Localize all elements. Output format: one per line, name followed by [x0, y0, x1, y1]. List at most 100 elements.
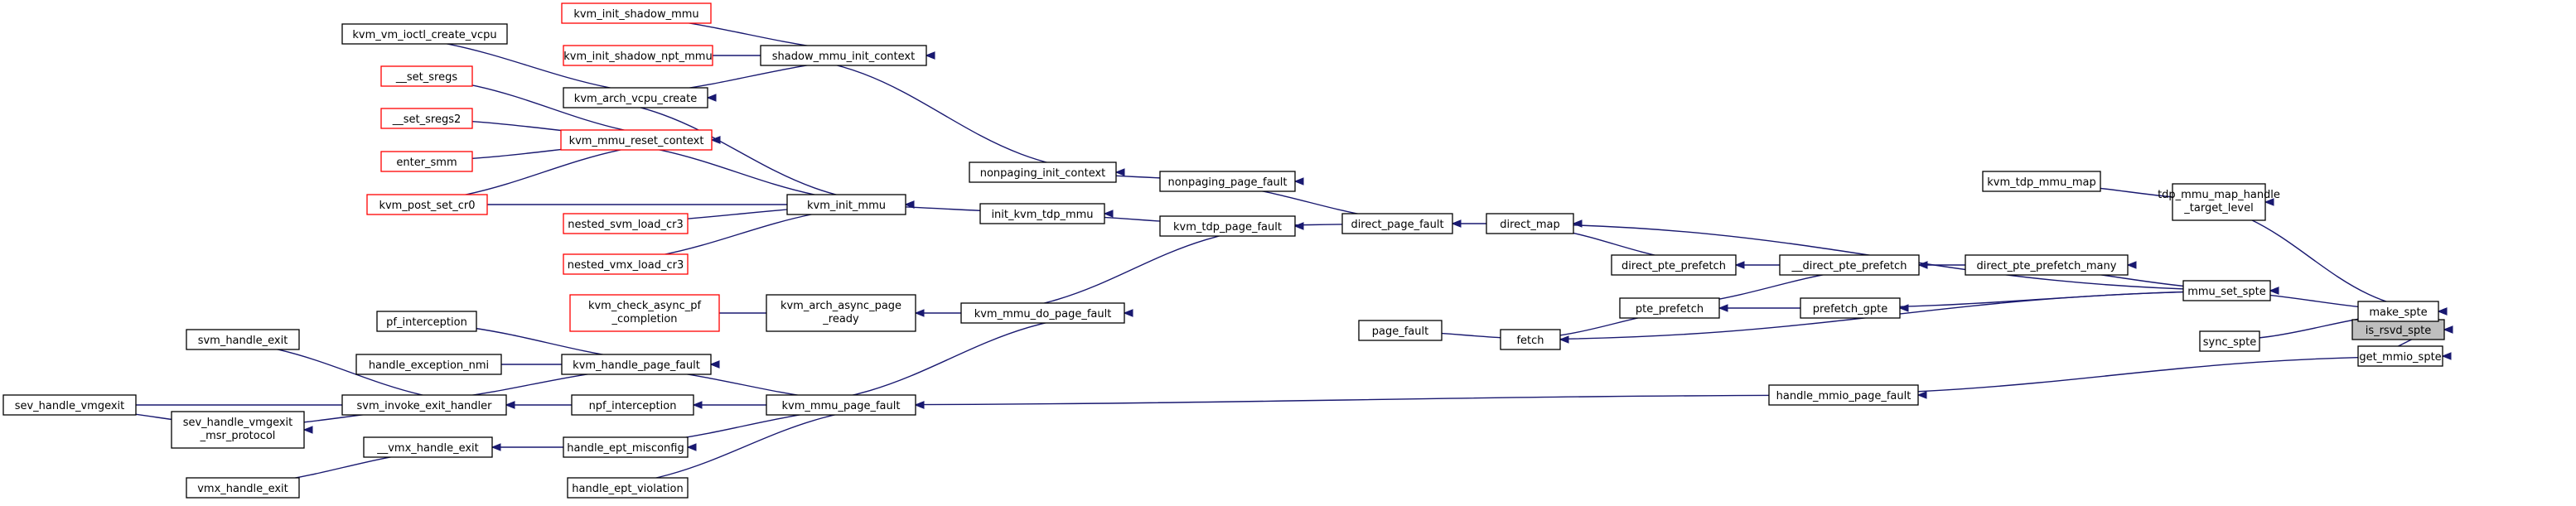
node-nested-svm-load-cr3[interactable]: nested_svm_load_cr3 — [563, 213, 689, 234]
node-box — [1965, 254, 2129, 276]
node-label: direct_map — [1500, 219, 1560, 231]
node-label: direct_pte_prefetch — [1621, 260, 1726, 272]
node-nonpaging-page-fault[interactable]: nonpaging_page_fault — [1159, 171, 1296, 192]
node-box — [760, 45, 927, 66]
node-label: kvm_check_async_pf — [588, 300, 702, 312]
node-direct-page-fault[interactable]: direct_page_fault — [1341, 213, 1453, 234]
node-label: direct_page_fault — [1351, 219, 1443, 231]
node-label: init_kvm_tdp_mmu — [991, 209, 1093, 221]
node-make-spte[interactable]: make_spte — [2357, 301, 2439, 322]
node-kvm-init-mmu[interactable]: kvm_init_mmu — [786, 194, 906, 215]
node-box — [563, 213, 689, 234]
node-kvm-arch-vcpu-create[interactable]: kvm_arch_vcpu_create — [563, 87, 708, 108]
node-vmx-handle-exit[interactable]: vmx_handle_exit — [186, 477, 300, 499]
node-box — [979, 203, 1105, 224]
node-kvm-init-shadow-npt-mmu[interactable]: kvm_init_shadow_npt_mmu — [563, 45, 713, 66]
node-direct-pte-prefetch[interactable]: __direct_pte_prefetch — [1779, 254, 1920, 276]
node-sev-handle-vmgexit[interactable]: sev_handle_vmgexit — [2, 394, 137, 416]
node-handle-mmio-page-fault[interactable]: handle_mmio_page_fault — [1768, 384, 1919, 406]
node-label: fetch — [1516, 335, 1544, 347]
node-label: handle_ept_misconfig — [567, 442, 684, 455]
node-handle-ept-violation[interactable]: handle_ept_violation — [567, 477, 689, 499]
node-box — [1800, 297, 1901, 319]
node-label: __vmx_handle_exit — [376, 442, 479, 455]
node-direct-pte-prefetch[interactable]: direct_pte_prefetch — [1611, 254, 1737, 276]
node-svm-invoke-exit-handler[interactable]: svm_invoke_exit_handler — [341, 394, 507, 416]
node-label: pte_prefetch — [1636, 303, 1704, 316]
node-kvm-tdp-page-fault[interactable]: kvm_tdp_page_fault — [1159, 215, 1296, 237]
node-label: kvm_init_shadow_mmu — [573, 8, 698, 21]
node-box — [2, 394, 137, 416]
node-direct-map[interactable]: direct_map — [1486, 213, 1574, 234]
node-label: enter_smm — [396, 157, 457, 169]
node-box — [1486, 213, 1574, 234]
node-fetch[interactable]: fetch — [1500, 329, 1561, 350]
node-box — [1982, 171, 2101, 192]
node-kvm-tdp-mmu-map[interactable]: kvm_tdp_mmu_map — [1982, 171, 2101, 192]
node-svm-handle-exit[interactable]: svm_handle_exit — [186, 329, 300, 350]
node-shadow-mmu-init-context[interactable]: shadow_mmu_init_context — [760, 45, 927, 66]
node-label: sev_handle_vmgexit — [15, 400, 125, 412]
node-mmu-set-spte[interactable]: mmu_set_spte — [2182, 280, 2271, 301]
node-label: npf_interception — [589, 400, 677, 412]
node-kvm-mmu-do-page-fault[interactable]: kvm_mmu_do_page_fault — [960, 302, 1125, 324]
node-box — [571, 394, 694, 416]
node-box — [1768, 384, 1919, 406]
node-label: vmx_handle_exit — [197, 483, 288, 495]
node-box — [363, 436, 493, 458]
node-label: _target_level — [2183, 202, 2253, 214]
node-kvm-mmu-page-fault[interactable]: kvm_mmu_page_fault — [766, 394, 916, 416]
node-handle-ept-misconfig[interactable]: handle_ept_misconfig — [563, 436, 689, 458]
node-vmx-handle-exit[interactable]: __vmx_handle_exit — [363, 436, 493, 458]
node-prefetch-gpte[interactable]: prefetch_gpte — [1800, 297, 1901, 319]
node-box — [563, 436, 689, 458]
node-label: shadow_mmu_init_context — [772, 51, 915, 63]
node-page-fault[interactable]: page_fault — [1358, 320, 1443, 341]
node-box — [2357, 345, 2443, 367]
node-npf-interception[interactable]: npf_interception — [571, 394, 694, 416]
node-box — [561, 2, 712, 24]
node-label: sev_handle_vmgexit — [183, 417, 293, 429]
node-tdp-mmu-map-handle-target-level[interactable]: tdp_mmu_map_handle_target_level — [2158, 183, 2280, 221]
node-set-sregs[interactable]: __set_sregs — [380, 65, 473, 87]
node-handle-exception-nmi[interactable]: handle_exception_nmi — [355, 354, 502, 375]
node-label: mmu_set_spte — [2187, 286, 2266, 298]
node-box — [186, 477, 300, 499]
node-label: handle_mmio_page_fault — [1776, 390, 1911, 402]
node-kvm-post-set-cr0[interactable]: kvm_post_set_cr0 — [366, 194, 488, 215]
node-label: kvm_vm_ioctl_create_vcpu — [352, 29, 496, 41]
node-label: nonpaging_init_context — [980, 167, 1106, 180]
node-kvm-handle-page-fault[interactable]: kvm_handle_page_fault — [561, 354, 712, 375]
node-nonpaging-init-context[interactable]: nonpaging_init_context — [969, 161, 1117, 183]
node-kvm-arch-async-page-ready[interactable]: kvm_arch_async_page_ready — [766, 294, 916, 332]
node-box — [563, 253, 689, 275]
node-label: __set_sregs2 — [392, 113, 462, 126]
node-kvm-check-async-pf-completion[interactable]: kvm_check_async_pf_completion — [569, 294, 720, 332]
node-label: __set_sregs — [395, 71, 457, 84]
node-label: is_rsvd_spte — [2366, 325, 2432, 337]
node-sev-handle-vmgexit-msr-protocol[interactable]: sev_handle_vmgexit_msr_protocol — [171, 411, 305, 449]
node-direct-pte-prefetch-many[interactable]: direct_pte_prefetch_many — [1965, 254, 2129, 276]
node-init-kvm-tdp-mmu[interactable]: init_kvm_tdp_mmu — [979, 203, 1105, 224]
node-kvm-vm-ioctl-create-vcpu[interactable]: kvm_vm_ioctl_create_vcpu — [341, 23, 508, 45]
node-sync-spte[interactable]: sync_spte — [2199, 330, 2260, 352]
node-get-mmio-spte[interactable]: get_mmio_spte — [2357, 345, 2443, 367]
node-enter-smm[interactable]: enter_smm — [380, 151, 473, 172]
node-set-sregs2[interactable]: __set_sregs2 — [380, 108, 473, 129]
node-pf-interception[interactable]: pf_interception — [376, 311, 477, 332]
node-box — [380, 151, 473, 172]
node-label: prefetch_gpte — [1813, 303, 1887, 316]
node-box — [563, 45, 713, 66]
nodes-layer: is_rsvd_spte make_spte get_mmio_spte tdp_mm… — [2, 2, 2445, 499]
node-box — [2199, 330, 2260, 352]
node-kvm-mmu-reset-context[interactable]: kvm_mmu_reset_context — [560, 129, 713, 151]
node-pte-prefetch[interactable]: pte_prefetch — [1619, 297, 1720, 319]
node-label: _completion — [611, 313, 677, 325]
node-label: handle_exception_nmi — [369, 359, 489, 372]
node-kvm-init-shadow-mmu[interactable]: kvm_init_shadow_mmu — [561, 2, 712, 24]
call-edge-shadow-mmu-init-context-to-nonpaging-init-context — [760, 55, 1125, 176]
node-label: kvm_arch_async_page — [781, 300, 901, 312]
node-is-rsvd-spte[interactable]: is_rsvd_spte — [2351, 319, 2445, 340]
node-nested-vmx-load-cr3[interactable]: nested_vmx_load_cr3 — [563, 253, 689, 275]
